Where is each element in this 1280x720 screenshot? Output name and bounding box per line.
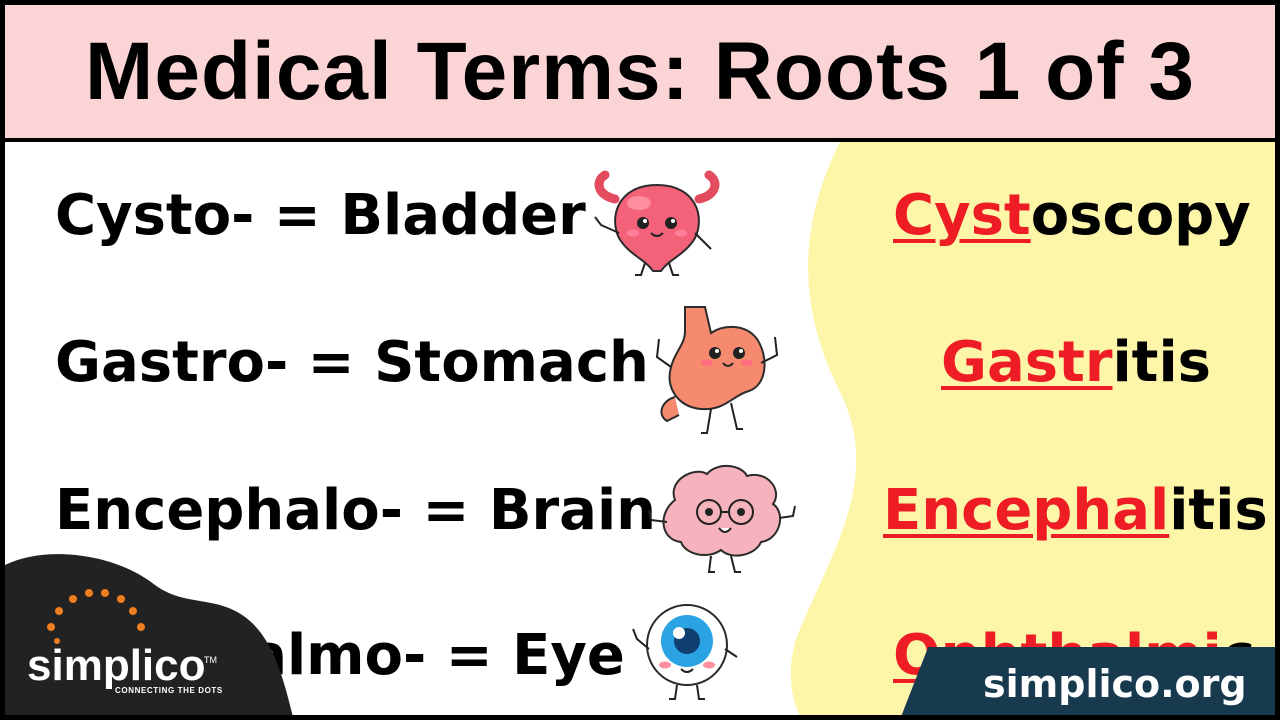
- term-gastro: Gastro- = Stomach: [55, 330, 649, 395]
- example-root: Cyst: [893, 183, 1031, 248]
- brain-mascot-icon: [648, 465, 796, 573]
- logo-tagline: CONNECTING THE DOTS: [115, 686, 223, 695]
- header: Medical Terms: Roots 1 of 3: [5, 5, 1275, 142]
- website-url[interactable]: simplico.org: [983, 662, 1247, 706]
- eye-mascot-icon: [632, 604, 738, 700]
- example-rest: itis: [1169, 478, 1268, 543]
- example-root: Gastr: [941, 330, 1113, 395]
- logo-background: [5, 554, 293, 715]
- example-root: Encephal: [883, 478, 1170, 543]
- logo-dots-icon: [47, 589, 145, 644]
- website-banner: [897, 647, 1275, 715]
- wave-panel: [790, 142, 1275, 715]
- example-cystoscopy: Cystoscopy: [893, 183, 1251, 248]
- page-title: Medical Terms: Roots 1 of 3: [85, 25, 1195, 117]
- logo-trademark: TM: [204, 655, 217, 665]
- bladder-mascot-icon: [594, 170, 720, 276]
- example-encephalitis: Encephalitis: [883, 478, 1268, 543]
- example-rest: itis: [1112, 330, 1211, 395]
- stomach-mascot-icon: [655, 306, 779, 434]
- term-encephalo: Encephalo- = Brain: [55, 478, 657, 543]
- example-rest: oscopy: [1030, 183, 1251, 248]
- logo-wordmark: simplico: [27, 641, 206, 690]
- example-gastritis: Gastritis: [941, 330, 1211, 395]
- term-cysto: Cysto- = Bladder: [55, 183, 586, 248]
